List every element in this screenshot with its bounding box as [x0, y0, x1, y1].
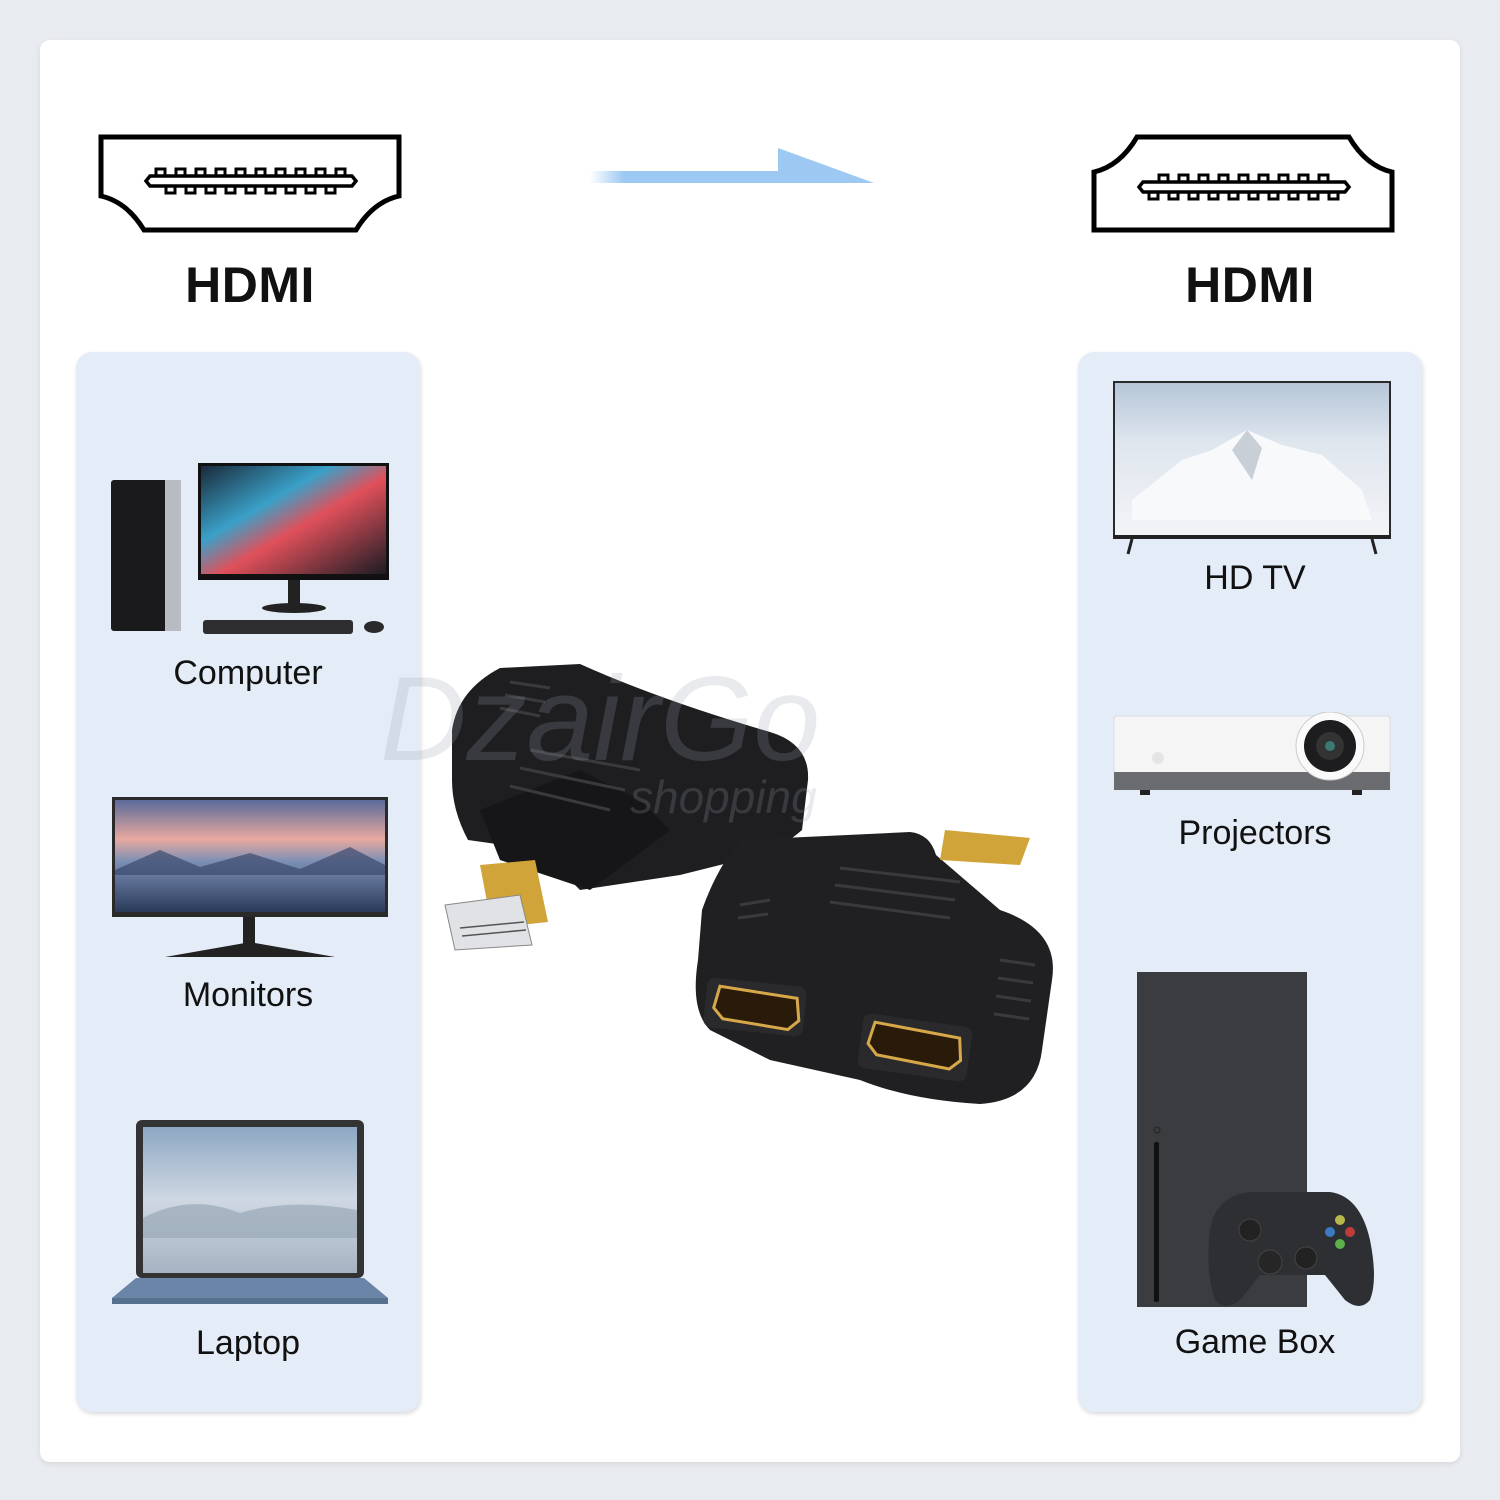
right-arrow-icon	[590, 148, 874, 183]
device-label-projectors: Projectors	[1178, 814, 1332, 852]
target-hdmi-label: HDMI	[1185, 257, 1315, 313]
device-label-computer: Computer	[173, 654, 323, 692]
device-label-monitors: Monitors	[182, 976, 314, 1014]
hdmi-port-icon	[98, 134, 402, 233]
source-hdmi-label: HDMI	[185, 257, 315, 313]
game-console-image	[1137, 972, 1374, 1307]
hdmi-splitter-image	[444, 664, 1053, 1104]
device-label-laptop: Laptop	[196, 1324, 300, 1362]
device-label-game-box: Game Box	[1174, 1323, 1336, 1361]
tv-image	[1113, 381, 1391, 555]
desktop-computer-image	[111, 463, 389, 634]
projector-image	[1113, 712, 1391, 795]
laptop-image	[112, 1120, 388, 1304]
device-label-hd-tv: HD TV	[1204, 559, 1306, 597]
monitor-image	[112, 797, 388, 957]
hdmi-port-icon	[1091, 134, 1395, 233]
